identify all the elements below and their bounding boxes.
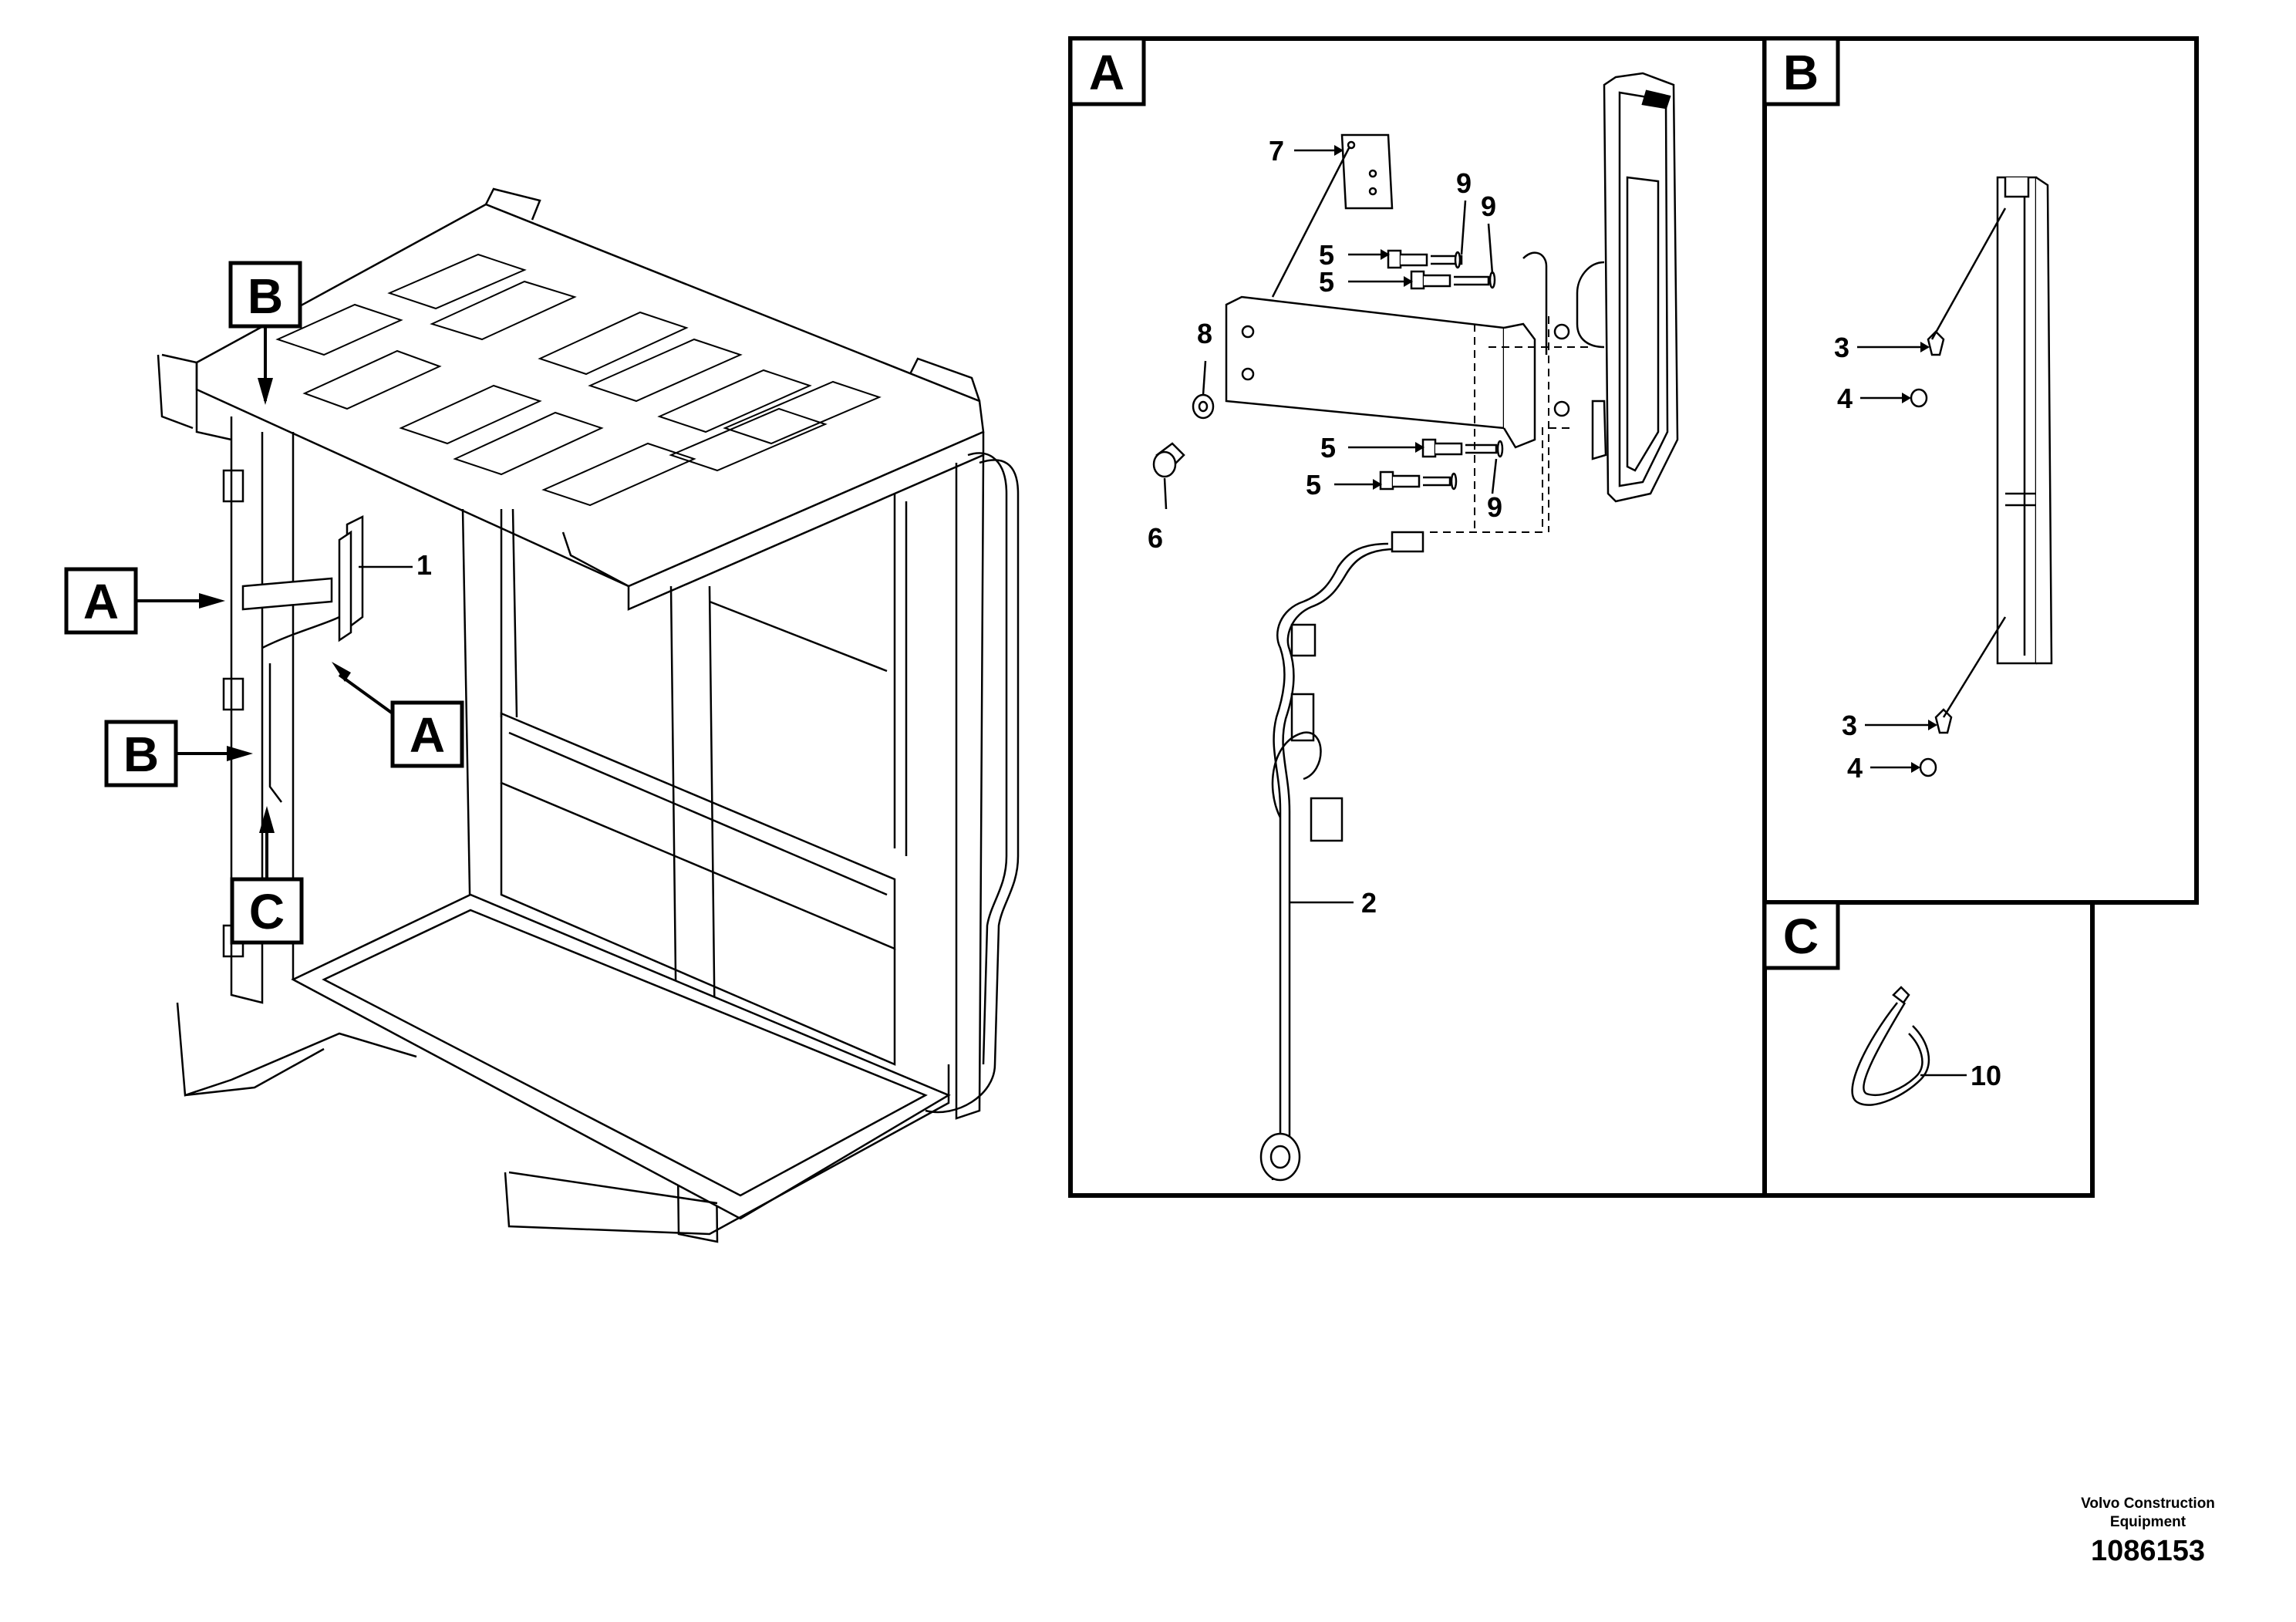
dashed-guides [1427,316,1589,533]
part-label-5-c: 5 [1320,432,1336,464]
part-label-4-b: 4 [1847,752,1863,784]
svg-text:B: B [248,268,283,324]
part-label-4-a: 4 [1837,383,1853,414]
part-label-6: 6 [1148,522,1163,554]
callout-a-right: A [332,662,464,768]
bracket-plate [1225,251,1570,449]
svg-text:B: B [123,727,159,782]
leaders-panel-b [1857,346,1936,769]
part-label-9-c: 9 [1487,491,1502,523]
leaders-panel-a [1163,149,1498,904]
callout-a-left: A [64,567,225,635]
monitor-on-cab [241,514,364,803]
monitor-detail [1576,72,1679,503]
svg-text:A: A [410,707,445,763]
screws-detail [1379,249,1504,491]
svg-text:C: C [249,884,285,939]
company-name: Volvo Construction Equipment [2081,1496,2215,1530]
footer: Volvo Construction Equipment 1086153 [2071,1495,2225,1568]
part-label-9-b: 9 [1481,191,1496,222]
part-label-10: 10 [1971,1060,2001,1091]
part-label-1: 1 [416,549,432,581]
parts-6-8-detail [1152,393,1215,478]
svg-text:A: A [83,574,119,629]
part-label-5-b: 5 [1319,266,1334,298]
part-label-2: 2 [1361,887,1377,919]
part-label-5-a: 5 [1319,239,1334,271]
part-label-3-b: 3 [1842,710,1857,741]
panel-b-title: B [1783,45,1819,100]
cable-tie-detail [1851,986,1930,1106]
part-label-9-a: 9 [1456,167,1472,199]
callout-b-top: B [228,261,302,405]
clips-nuts-detail [1910,207,2007,777]
arrowheads-panel-b [1902,342,1937,773]
part-label-5-d: 5 [1306,469,1321,501]
part-label-3-a: 3 [1834,332,1849,363]
document-number: 1086153 [2091,1535,2205,1567]
detail-panel-c: C [1762,900,2095,1198]
callout-b-middle: B [104,720,253,787]
part-label-8: 8 [1197,318,1212,349]
part-7-block [1271,133,1394,298]
detail-panel-b: B [1762,36,2199,905]
part-label-7: 7 [1269,135,1284,167]
panel-c-title: C [1783,909,1819,964]
callout-c-bottom: C [230,806,304,945]
cable-harness [1259,531,1424,1182]
arrowheads-panel-a [1334,145,1424,490]
cab-frame-illustration [157,187,1020,1243]
rail-detail [1996,176,2053,665]
panel-a-title: A [1089,45,1124,100]
